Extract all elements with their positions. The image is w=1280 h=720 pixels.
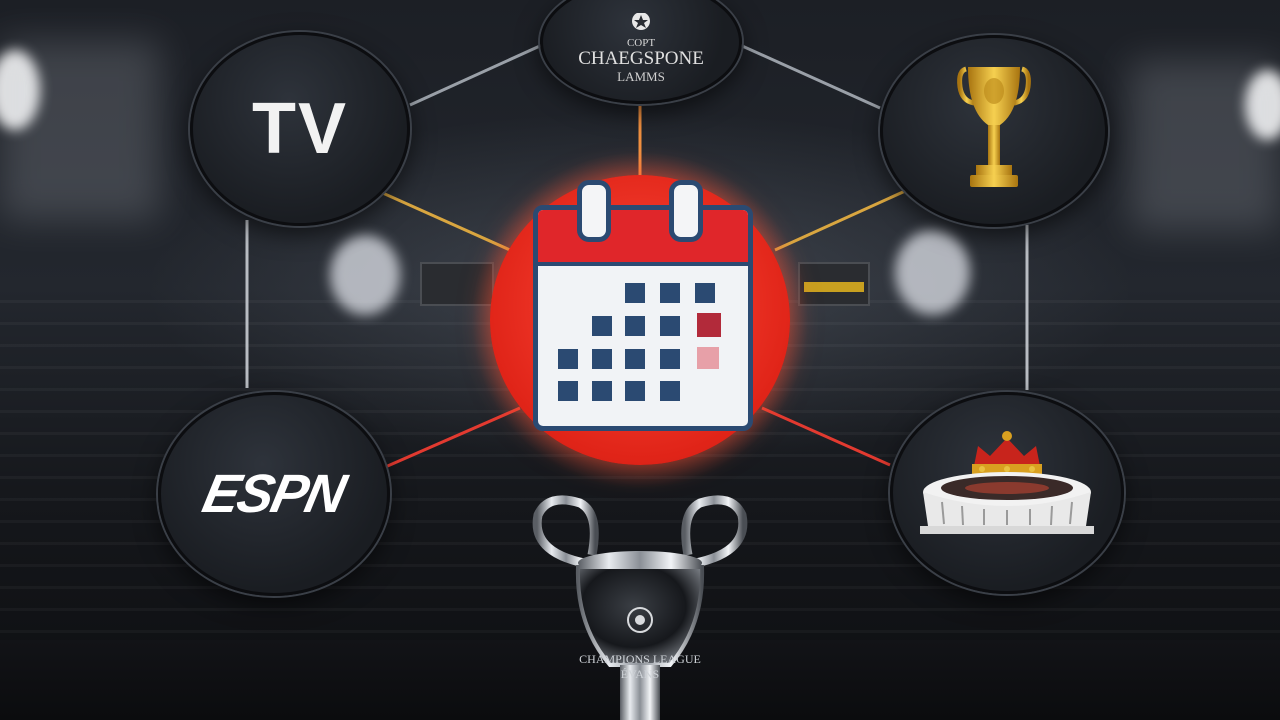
trophy-inscription-line1: CHAMPIONS LEAGUE — [579, 652, 701, 666]
floodlight-left — [0, 50, 40, 130]
calendar-day-cell — [625, 349, 645, 369]
starball-icon — [632, 13, 650, 30]
champions-league-node[interactable]: COPT CHAEGSPONE LAMMS — [540, 0, 742, 104]
trophy-node[interactable] — [880, 35, 1108, 227]
calendar-day-cell — [625, 283, 645, 303]
calendar-day-cell — [695, 283, 715, 303]
calendar-day-cell — [558, 349, 578, 369]
ucl-subtitle: LAMMS — [617, 69, 665, 84]
trophy-inscription-line2: ÉVANS — [620, 667, 660, 681]
tv-label: TV — [251, 89, 348, 169]
calendar-ring-left — [577, 180, 611, 242]
tv-node[interactable]: TV — [190, 32, 410, 226]
calendar-day-cell — [660, 316, 680, 336]
floodlight-center-right — [895, 230, 970, 315]
ucl-title: CHAEGSPONE — [578, 48, 704, 69]
espn-label: ESPN — [198, 464, 350, 524]
floodlight-beam-right — [1130, 60, 1280, 230]
floodlight-beam-left — [0, 40, 160, 220]
calendar-day-cell — [592, 381, 612, 401]
calendar-day-cell — [558, 381, 578, 401]
stadium-node[interactable] — [890, 392, 1124, 594]
gold-trophy-icon — [957, 66, 1031, 187]
champions-league-trophy-icon — [532, 495, 748, 720]
calendar-day-cell — [592, 349, 612, 369]
floodlight-right — [1245, 70, 1280, 140]
calendar-day-cell — [660, 283, 680, 303]
calendar-day-cell-highlight — [697, 347, 719, 369]
floodlight-center-left — [330, 235, 400, 315]
ucl-top-text: COPT — [626, 37, 656, 49]
calendar-day-cell — [625, 381, 645, 401]
calendar-day-cell — [625, 316, 645, 336]
espn-node[interactable]: ESPN — [158, 392, 390, 596]
calendar-day-cell — [660, 381, 680, 401]
calendar-day-cell-highlight — [697, 313, 721, 337]
calendar-day-cell — [592, 316, 612, 336]
scoreboard-right — [798, 262, 870, 306]
calendar-ring-right — [669, 180, 703, 242]
trophy-inscription: CHAMPIONS LEAGUE ÉVANS — [560, 652, 720, 682]
calendar-day-cell — [660, 349, 680, 369]
stadium-crown-icon — [920, 431, 1094, 534]
calendar-header — [538, 210, 748, 266]
